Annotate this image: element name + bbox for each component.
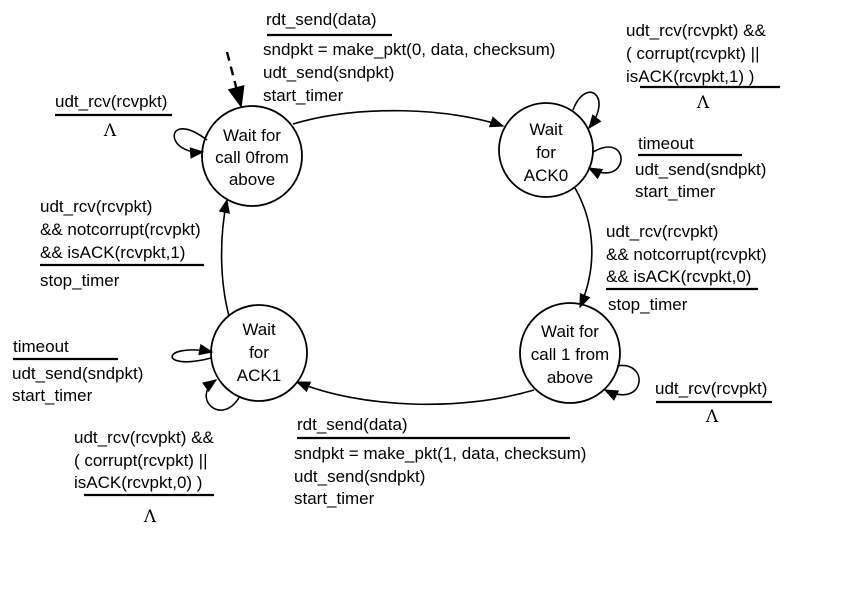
label-ack0-to-call1: udt_rcv(rcvpkt) && notcorrupt(rcvpkt) &&… — [606, 222, 767, 314]
lambda-action: Λ — [103, 121, 117, 141]
action-text: start_timer — [12, 386, 93, 405]
state-label: Wait — [529, 120, 563, 139]
event-text: timeout — [638, 134, 694, 153]
initial-state-arrow — [225, 51, 245, 109]
event-text: udt_rcv(rcvpkt) && — [74, 428, 214, 447]
label-call0-selfloop: udt_rcv(rcvpkt) Λ — [55, 92, 172, 141]
action-text: udt_send(sndpkt) — [12, 364, 143, 383]
selfloop-call0 — [173, 128, 208, 159]
lambda-action: Λ — [696, 93, 710, 113]
action-text: start_timer — [635, 182, 716, 201]
event-text: udt_rcv(rcvpkt) — [655, 379, 767, 398]
event-text: && isACK(rcvpkt,1) — [40, 243, 185, 262]
event-text: isACK(rcvpkt,0) ) — [74, 473, 202, 492]
state-wait-call0: Wait for call 0from above — [201, 105, 303, 207]
event-text: rdt_send(data) — [297, 415, 408, 434]
event-text: && notcorrupt(rcvpkt) — [40, 220, 201, 239]
selfloop-ack0-timeout — [587, 146, 622, 180]
event-text: udt_rcv(rcvpkt) && — [626, 21, 766, 40]
selfloop-call1 — [603, 364, 640, 401]
label-call1-selfloop: udt_rcv(rcvpkt) Λ — [655, 379, 772, 427]
arrow-call1-to-ack1 — [295, 381, 535, 406]
state-label: above — [547, 368, 593, 387]
state-wait-call1: Wait for call 1 from above — [519, 302, 621, 404]
event-text: ( corrupt(rcvpkt) || — [74, 451, 208, 470]
label-ack0-timeout: timeout udt_send(sndpkt) start_timer — [635, 134, 766, 201]
state-label: Wait for — [541, 322, 599, 341]
action-text: stop_timer — [608, 295, 688, 314]
action-text: start_timer — [263, 86, 344, 105]
state-label: above — [229, 170, 275, 189]
event-text: ( corrupt(rcvpkt) || — [626, 44, 760, 63]
event-text: timeout — [13, 337, 69, 356]
state-label: ACK1 — [237, 366, 281, 385]
arrow-call0-to-ack0 — [292, 109, 505, 128]
action-text: udt_send(sndpkt) — [635, 160, 766, 179]
label-ack1-timeout: timeout udt_send(sndpkt) start_timer — [12, 337, 143, 405]
lambda-action: Λ — [143, 507, 157, 527]
label-ack1-selfloop-corrupt: udt_rcv(rcvpkt) && ( corrupt(rcvpkt) || … — [74, 428, 214, 527]
event-text: && notcorrupt(rcvpkt) — [606, 245, 767, 264]
action-text: sndpkt = make_pkt(1, data, checksum) — [294, 444, 586, 463]
event-text: udt_rcv(rcvpkt) — [40, 197, 152, 216]
event-text: udt_rcv(rcvpkt) — [55, 92, 167, 111]
event-text: rdt_send(data) — [266, 10, 377, 29]
state-wait-ack1: Wait for ACK1 — [210, 304, 308, 402]
selfloop-ack1-timeout — [171, 343, 214, 363]
selfloop-ack1-corrupt — [202, 379, 241, 411]
action-text: udt_send(sndpkt) — [294, 467, 425, 486]
action-text: udt_send(sndpkt) — [263, 63, 394, 82]
state-label: for — [536, 143, 556, 162]
event-text: isACK(rcvpkt,1) ) — [626, 67, 754, 86]
state-label: Wait — [242, 320, 276, 339]
event-text: udt_rcv(rcvpkt) — [606, 222, 718, 241]
arrow-ack0-to-call1 — [574, 187, 593, 309]
action-text: stop_timer — [40, 271, 120, 290]
label-call0-to-ack0: rdt_send(data) sndpkt = make_pkt(0, data… — [263, 10, 555, 105]
state-label: call 1 from — [531, 345, 609, 364]
state-label: Wait for — [223, 126, 281, 145]
action-text: start_timer — [294, 489, 375, 508]
state-label: ACK0 — [524, 166, 568, 185]
arrow-ack1-to-call0 — [218, 198, 230, 317]
lambda-action: Λ — [705, 407, 719, 427]
event-text: && isACK(rcvpkt,0) — [606, 267, 751, 286]
label-ack1-to-call0: udt_rcv(rcvpkt) && notcorrupt(rcvpkt) &&… — [40, 197, 204, 290]
selfloop-ack0-corrupt — [572, 91, 602, 130]
state-label: for — [249, 343, 269, 362]
state-label: call 0from — [215, 148, 289, 167]
action-text: sndpkt = make_pkt(0, data, checksum) — [263, 40, 555, 59]
label-call1-to-ack1: rdt_send(data) sndpkt = make_pkt(1, data… — [294, 415, 586, 508]
label-ack0-selfloop-corrupt: udt_rcv(rcvpkt) && ( corrupt(rcvpkt) || … — [626, 21, 780, 113]
state-wait-ack0: Wait for ACK0 — [498, 102, 594, 198]
